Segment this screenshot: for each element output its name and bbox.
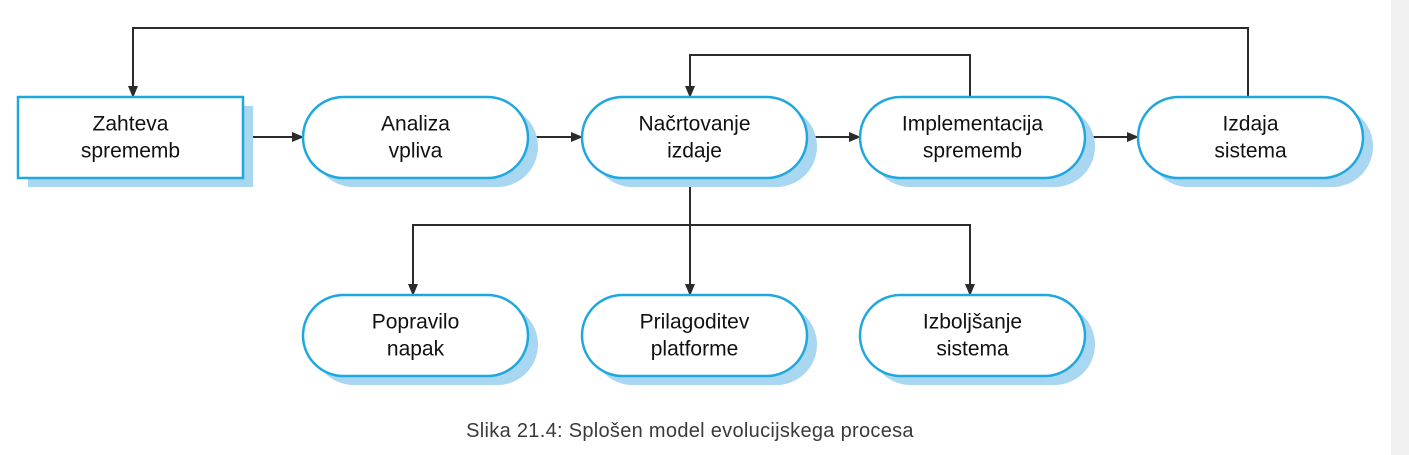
node-prilagoditev: Prilagoditev platforme	[580, 293, 817, 385]
node-izboljsanje: Izboljšanje sistema	[858, 293, 1095, 385]
node-implementacija: Implementacija sprememb	[858, 95, 1095, 187]
node-label-line: Izboljšanje	[923, 311, 1022, 334]
node-box	[16, 95, 245, 180]
arrow-izdaja-to-zahteva	[128, 27, 1249, 98]
arrow-implementacija-to-nacrtovanje	[685, 54, 971, 98]
arrow-nacrtovanje-to-izboljsanje	[690, 224, 975, 296]
node-label-line: Izdaja	[1222, 113, 1278, 136]
node-izdaja: Izdaja sistema	[1136, 95, 1373, 187]
node-popravilo: Popravilo napak	[301, 293, 538, 385]
node-box	[858, 95, 1087, 180]
node-label-line: napak	[387, 338, 445, 361]
node-box	[1136, 95, 1365, 180]
node-label-line: vpliva	[389, 140, 443, 163]
node-label-line: sistema	[936, 338, 1009, 361]
node-box	[301, 95, 530, 180]
evolution-process-diagram: Zahteva sprememb Analiza vpliva Načrtovanje i…	[16, 27, 1373, 385]
node-label-line: sistema	[1214, 140, 1287, 163]
node-box	[301, 293, 530, 378]
node-label-line: sprememb	[81, 140, 180, 163]
figure-caption: Slika 21.4: Splošen model evolucijskega …	[466, 420, 914, 442]
node-box	[580, 95, 809, 180]
node-label-line: sprememb	[923, 140, 1022, 163]
node-box	[580, 293, 809, 378]
node-box	[858, 293, 1087, 378]
arrow-nacrtovanje-to-popravilo	[408, 178, 691, 296]
node-nacrtovanje: Načrtovanje izdaje	[580, 95, 817, 187]
edges	[128, 27, 1249, 296]
scrollbar[interactable]	[1391, 0, 1409, 455]
node-label-line: Zahteva	[93, 113, 169, 136]
node-label-line: Analiza	[381, 113, 450, 136]
node-label-line: Prilagoditev	[640, 311, 750, 334]
node-label-line: izdaje	[667, 140, 722, 163]
node-label-line: Načrtovanje	[638, 113, 750, 136]
nodes: Zahteva sprememb Analiza vpliva Načrtovanje i…	[16, 95, 1373, 385]
node-label-line: platforme	[651, 338, 739, 361]
node-analiza: Analiza vpliva	[301, 95, 538, 187]
node-label-line: Popravilo	[372, 311, 460, 334]
node-label-line: Implementacija	[902, 113, 1044, 136]
node-zahteva: Zahteva sprememb	[16, 95, 253, 187]
